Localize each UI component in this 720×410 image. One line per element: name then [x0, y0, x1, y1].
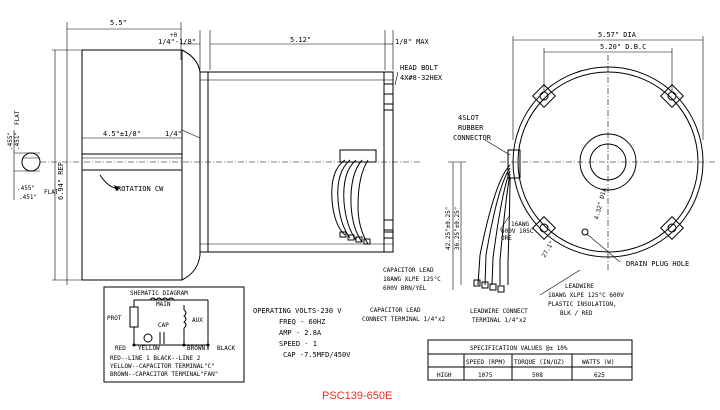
operating-line-4: SPEED - 1: [279, 340, 317, 348]
dim-42-25: 42.25"±0.25": [445, 207, 452, 250]
schematic-title: SHEMATIC DIAGRAM: [130, 290, 188, 297]
cap-lead-label-2: 18AWG XLPE 125°C: [383, 276, 441, 283]
awg16-label-1: 16AWG: [511, 221, 529, 228]
awg16-label-2: 600V 105C: [501, 228, 534, 235]
side-view: [13, 22, 420, 285]
spec-header-torque: TORQUE (IN/OZ): [514, 359, 565, 366]
operating-line-1: OPERATING VOLTS-230 V: [253, 307, 342, 315]
dim-5-5: 5.5": [110, 19, 127, 27]
schematic-aux: AUX: [192, 317, 203, 324]
slot-label-1: 4SLOT: [458, 114, 480, 122]
dim-5-12: 5.12": [290, 36, 311, 44]
dim-27-1: 27.1": [541, 240, 556, 259]
schematic-yellow: YELLOW: [138, 345, 160, 352]
cap-conn-label-1: CAPACITOR LEAD: [370, 307, 421, 314]
dim-455-bottom: .455": [17, 185, 35, 192]
cap-conn-label-2: CONNECT TERMINAL 1/4"x2: [362, 316, 445, 323]
leadwire-label-4: BLK / RED: [560, 310, 593, 317]
spec-header-speed: SPEED (RPM): [466, 359, 506, 366]
spec-row-watts: 625: [594, 372, 605, 379]
spec-row-label: HIGH: [437, 372, 452, 379]
spec-row-torque: 508: [532, 372, 543, 379]
operating-line-3: AMP - 2.8A: [279, 329, 322, 337]
dim-flat-top: FLAT: [14, 110, 21, 125]
leadwire-label-1: LEADWIRE: [565, 283, 594, 290]
schematic-red: RED: [115, 345, 126, 352]
slot-label-3: CONNECTOR: [453, 134, 492, 142]
dim-4-32-dia: 4.32" DIA: [593, 187, 608, 221]
dim-quarter: 1/4": [165, 130, 182, 138]
mount-tab-br: [659, 215, 685, 241]
end-view: [448, 36, 715, 296]
dim-quarter-eighth: 1/4"-1/8": [158, 38, 196, 46]
dim-plus0: +0: [170, 32, 178, 39]
head-bolt-label-2: 4X#8-32HEX: [400, 74, 443, 82]
spec-row-speed: 1075: [478, 372, 493, 379]
dim-451-bottom: .451": [19, 194, 37, 201]
spec-table-title: SPECIFICATION VALUES @± 10%: [470, 345, 568, 352]
model-title: PSC139-650E: [322, 390, 392, 402]
leadwire-label-3: PLASTIC INSULATION,: [548, 301, 617, 308]
schematic-black: BLACK: [217, 345, 235, 352]
schematic-legend-2: YELLOW--CAPACITOR TERMINAL"C": [110, 363, 215, 370]
lead-conn-label-1: LEADWIRE CONNECT: [470, 308, 528, 315]
dim-36-25: 36.25"±0.25": [454, 207, 461, 250]
schematic-diagram: [103, 286, 245, 383]
schematic-legend-3: BROWN--CAPACITOR TERMINAL"FAN": [110, 371, 218, 378]
dim-5-57-dia: 5.57" DIA: [598, 31, 637, 39]
dim-4-5: 4.5"±1/8": [103, 130, 141, 138]
schematic-legend-1: RED--LINE 1 BLACK--LINE 2: [110, 355, 201, 362]
rotation-label: ROTATION CW: [117, 185, 164, 193]
schematic-brown: BROWN: [187, 345, 205, 352]
dim-455-top: .455": [7, 132, 14, 150]
schematic-prot: PROT: [107, 315, 122, 322]
dim-5-20-dbc: 5.20" D.B.C: [600, 43, 646, 51]
operating-specs: OPERATING VOLTS-230 V FREQ - 60HZ AMP - …: [253, 307, 351, 359]
leadwire-label-2: 18AWG XLPE 125°C 600V: [548, 292, 624, 299]
dim-6-94: 6.94" REF: [57, 162, 65, 200]
schematic-cap: CAP: [158, 322, 169, 329]
operating-line-5: CAP -7.5MFD/450V: [283, 351, 351, 359]
mount-tab-bl: [531, 215, 557, 241]
cap-lead-label-1: CAPACITOR LEAD: [383, 267, 434, 274]
spec-header-watts: WATTS (W): [582, 359, 615, 366]
drain-label: DRAIN PLUG HOLE: [626, 260, 689, 268]
head-bolt-label-1: HEAD BOLT: [400, 64, 439, 72]
awg16-label-3: ORE: [501, 235, 512, 242]
operating-line-2: FREQ - 60HZ: [279, 318, 325, 326]
cap-lead-label-3: 600V BRN/YEL: [383, 285, 427, 292]
spec-table: [427, 339, 633, 381]
slot-label-2: RUBBER: [458, 124, 484, 132]
schematic-main: MAIN: [156, 301, 171, 308]
dim-flat-bottom: FLAT: [44, 189, 59, 196]
dim-451-top: .451": [14, 132, 21, 150]
dim-eighth-max: 1/8" MAX: [395, 38, 430, 46]
lead-conn-label-2: TERMINAL 1/4"x2: [472, 317, 527, 324]
